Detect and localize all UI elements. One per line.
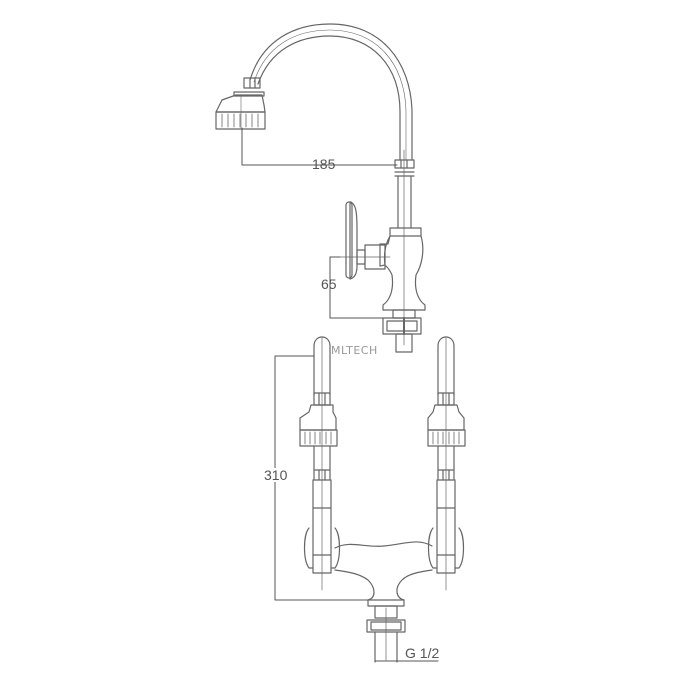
spray-head xyxy=(215,77,266,130)
bottom-inlet-fitting xyxy=(366,605,406,663)
right-riser xyxy=(427,336,466,591)
body-height-dimension: 310 xyxy=(263,467,289,483)
left-riser xyxy=(299,336,341,591)
spout-reach-dimension: 185 xyxy=(312,156,336,172)
watermark-text: MLTECH xyxy=(331,344,378,357)
spout-riser xyxy=(394,149,415,346)
cross-body xyxy=(334,541,433,607)
upper-base-fitting xyxy=(382,309,422,353)
dimension-lines xyxy=(241,127,439,662)
thread-size-label: G 1/2 xyxy=(405,645,440,661)
gooseneck-spout xyxy=(249,23,413,161)
handle-height-dimension: 65 xyxy=(321,276,337,292)
